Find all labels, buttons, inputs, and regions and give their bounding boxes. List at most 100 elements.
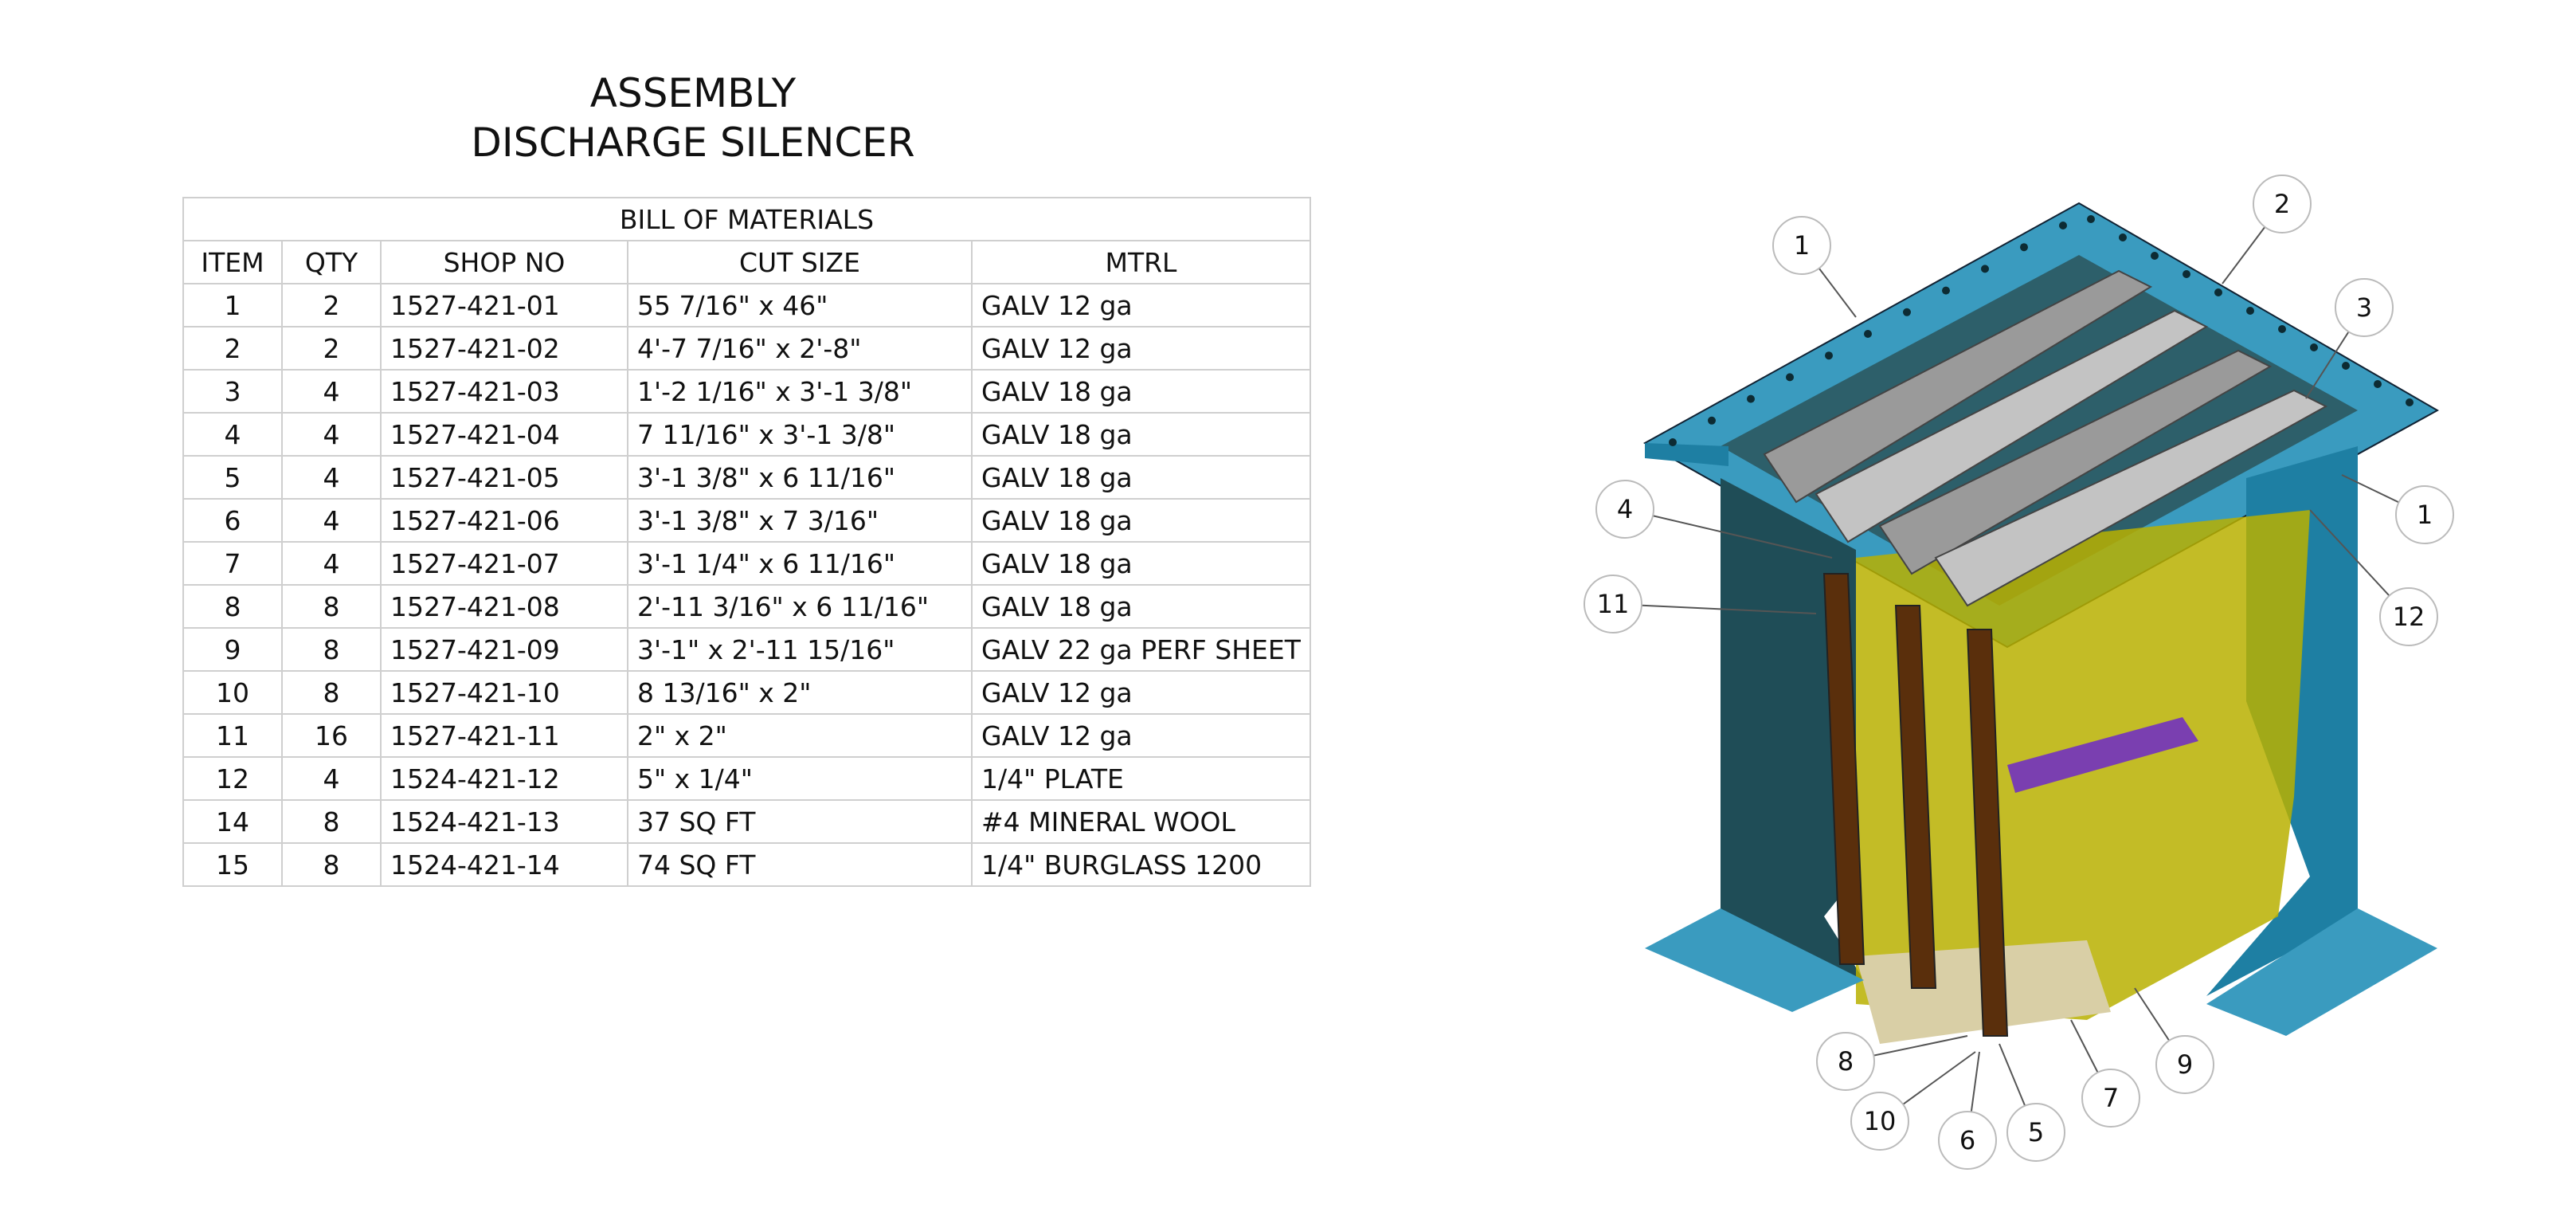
bom-cell-qty: 4 xyxy=(281,412,382,457)
balloon-circle xyxy=(2379,587,2438,646)
balloon-circle xyxy=(1772,216,1831,275)
bom-cell-qty: 4 xyxy=(281,369,382,414)
bolt-hole xyxy=(2342,362,2350,370)
bom-cell-item: 2 xyxy=(182,326,283,371)
bolt-hole xyxy=(1942,286,1950,295)
bolt-hole xyxy=(1669,438,1677,446)
bolt-hole xyxy=(2214,288,2222,296)
bolt-hole xyxy=(1708,416,1716,425)
bom-cell-item: 6 xyxy=(182,498,283,543)
bom-cell-qty: 4 xyxy=(281,455,382,500)
splitter-cap xyxy=(1934,389,2328,607)
balloon-circle xyxy=(1938,1111,1997,1170)
bolt-hole xyxy=(1747,394,1755,403)
bom-cell-shop-no: 1527-421-02 xyxy=(380,326,628,371)
balloon-circle xyxy=(1584,575,1642,633)
bom-cell-mtrl: GALV 18 ga xyxy=(971,584,1311,629)
top-flange-edge-left xyxy=(1645,443,1728,466)
balloon-label: 1 xyxy=(1794,230,1810,261)
bom-cell-shop-no: 1527-421-09 xyxy=(380,627,628,672)
bolt-hole xyxy=(2020,243,2028,252)
column-header-cut-size: CUT SIZE xyxy=(627,240,973,284)
bom-caption-row: BILL OF MATERIALS xyxy=(182,197,1311,241)
bom-cell-shop-no: 1527-421-11 xyxy=(380,713,628,758)
bom-caption: BILL OF MATERIALS xyxy=(182,197,1311,241)
bom-cell-shop-no: 1527-421-03 xyxy=(380,369,628,414)
bom-cell-shop-no: 1527-421-04 xyxy=(380,412,628,457)
bom-cell-cut-size: 5" x 1/4" xyxy=(627,756,973,801)
balloon-circle xyxy=(2395,485,2454,544)
balloon-label: 4 xyxy=(1617,494,1633,524)
bom-cell-qty: 16 xyxy=(281,713,382,758)
bom-cell-cut-size: 74 SQ FT xyxy=(627,842,973,887)
splitter-cap xyxy=(1763,269,2153,504)
bottom-flange-left xyxy=(1645,908,1864,1012)
bom-cell-qty: 4 xyxy=(281,498,382,543)
balloon-label: 11 xyxy=(1597,589,1630,619)
bom-cell-qty: 4 xyxy=(281,756,382,801)
balloon-circle xyxy=(2335,278,2394,337)
bom-cell-cut-size: 2'-11 3/16" x 6 11/16" xyxy=(627,584,973,629)
balloon-circle xyxy=(2253,175,2312,233)
splitter-cap xyxy=(1878,349,2273,575)
balloon-label: 7 xyxy=(2103,1083,2119,1113)
bom-cell-cut-size: 8 13/16" x 2" xyxy=(627,670,973,715)
bom-cell-mtrl: GALV 12 ga xyxy=(971,283,1311,328)
bom-cell-mtrl: 1/4" BURGLASS 1200 xyxy=(971,842,1311,887)
splitter-caps xyxy=(1763,269,2328,607)
bom-cell-shop-no: 1527-421-01 xyxy=(380,283,628,328)
splitter-edge-post xyxy=(1966,629,2009,1037)
balloon-leader xyxy=(1624,508,1833,559)
bom-cell-mtrl: 1/4" PLATE xyxy=(971,756,1311,801)
balloon-label: 6 xyxy=(1959,1125,1975,1155)
column-header-item: ITEM xyxy=(182,240,283,284)
bom-cell-mtrl: GALV 12 ga xyxy=(971,326,1311,371)
column-header-mtrl: MTRL xyxy=(971,240,1311,284)
bom-cell-mtrl: GALV 18 ga xyxy=(971,412,1311,457)
bom-cell-shop-no: 1524-421-13 xyxy=(380,799,628,844)
bom-cell-item: 10 xyxy=(182,670,283,715)
bolt-hole xyxy=(1903,308,1911,316)
bom-cell-item: 3 xyxy=(182,369,283,414)
bolt-hole xyxy=(1786,373,1794,382)
bom-cell-cut-size: 4'-7 7/16" x 2'-8" xyxy=(627,326,973,371)
mineral-wool xyxy=(2007,717,2198,793)
bolt-hole xyxy=(2087,215,2095,223)
bom-cell-item: 4 xyxy=(182,412,283,457)
balloon-label: 1 xyxy=(2417,500,2433,530)
bom-cell-mtrl: GALV 22 ga PERF SHEET xyxy=(971,627,1311,672)
bom-cell-mtrl: GALV 18 ga xyxy=(971,541,1311,586)
bom-cell-item: 1 xyxy=(182,283,283,328)
flange-bolt-holes xyxy=(1669,215,2414,446)
bom-cell-item: 7 xyxy=(182,541,283,586)
splitter-edge-post xyxy=(1894,605,1937,989)
bolt-hole xyxy=(2183,270,2190,278)
balloon-circle xyxy=(2155,1035,2214,1094)
bolt-hole xyxy=(1864,330,1872,338)
drawing-title-line2: DISCHARGE SILENCER xyxy=(471,120,915,166)
bom-cell-cut-size: 3'-1 1/4" x 6 11/16" xyxy=(627,541,973,586)
bolt-hole xyxy=(2310,343,2318,351)
bom-cell-cut-size: 3'-1 3/8" x 7 3/16" xyxy=(627,498,973,543)
bom-cell-qty: 4 xyxy=(281,541,382,586)
balloon-label: 5 xyxy=(2028,1117,2044,1147)
balloon-circle xyxy=(1816,1032,1875,1091)
bolt-hole xyxy=(1981,265,1989,273)
bom-cell-qty: 8 xyxy=(281,842,382,887)
bom-cell-shop-no: 1524-421-14 xyxy=(380,842,628,887)
bom-cell-cut-size: 37 SQ FT xyxy=(627,799,973,844)
balloon-circle xyxy=(2081,1069,2140,1128)
